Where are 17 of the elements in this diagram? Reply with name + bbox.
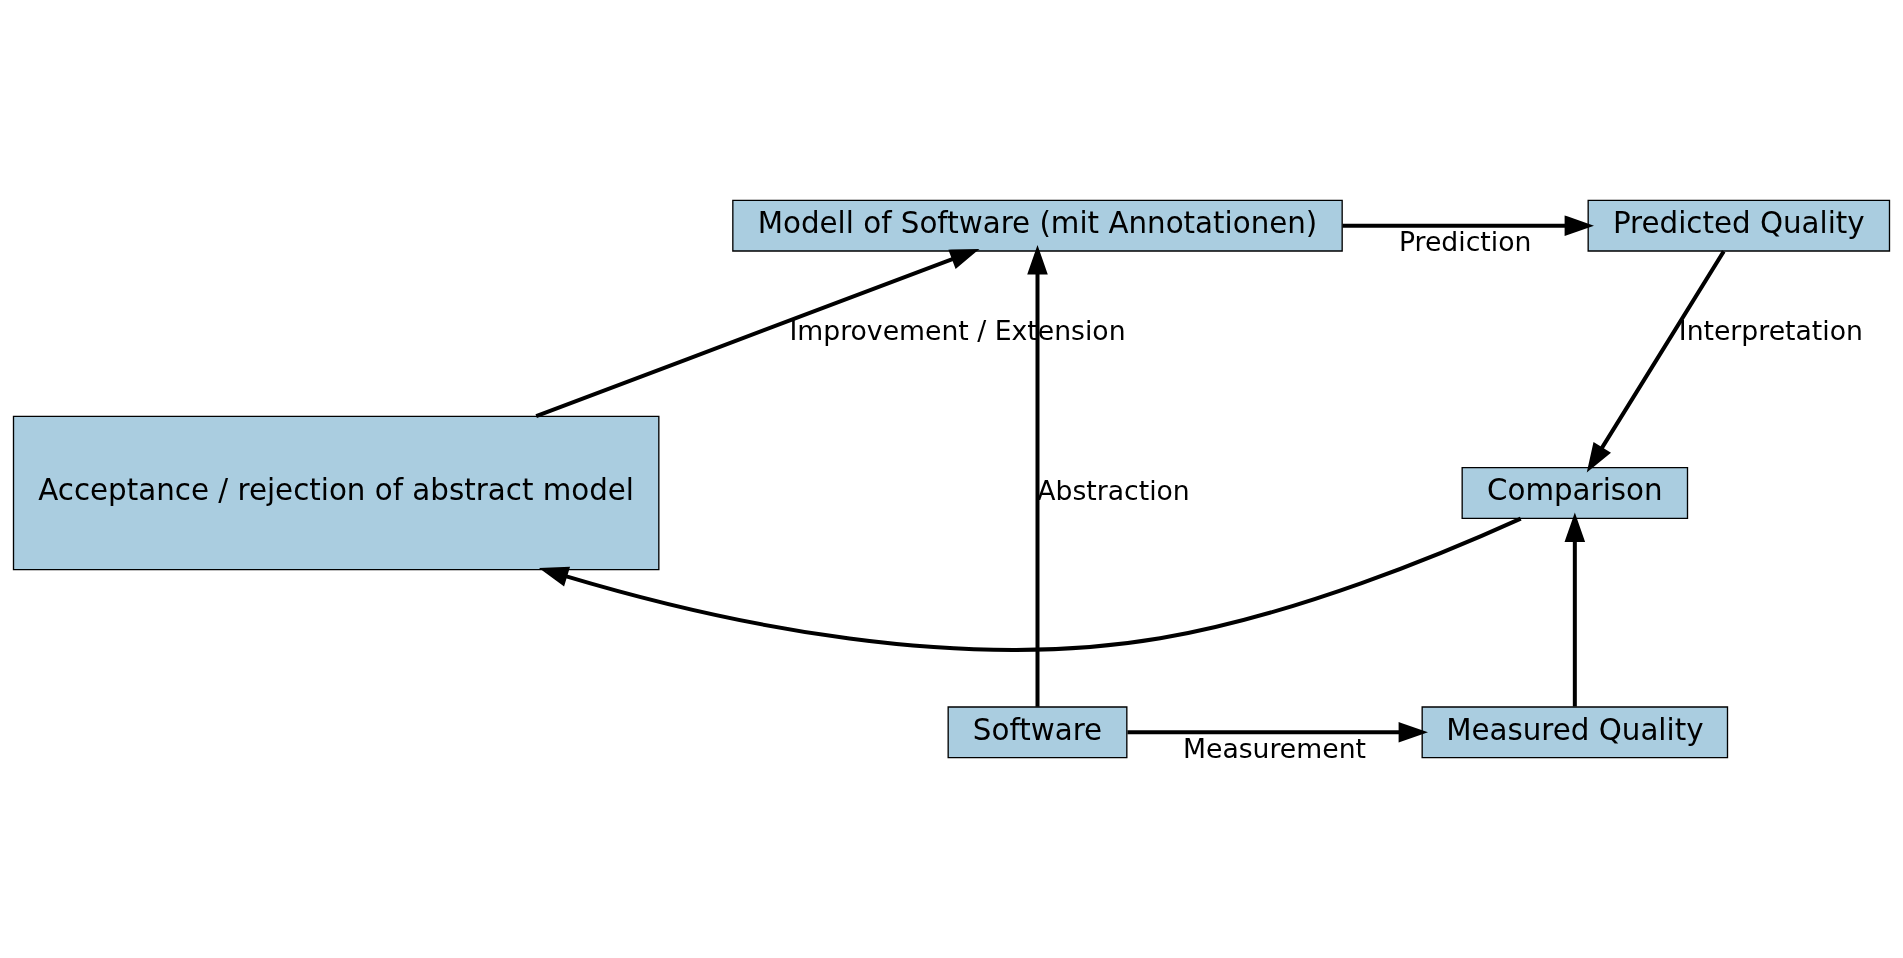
arrow: [535, 248, 980, 419]
edge-label: Prediction: [1398, 226, 1532, 257]
edge-label: Measurement: [1182, 732, 1367, 764]
edge-label: Interpretation: [1678, 315, 1863, 347]
arrow: [1027, 245, 1048, 707]
arrow: [1127, 722, 1428, 743]
edge-label: Abstraction: [1037, 474, 1190, 506]
node-box: Comparison: [1461, 467, 1689, 519]
arrow: [1586, 250, 1726, 473]
node-box: Software: [947, 706, 1128, 759]
arrow: [1342, 215, 1594, 236]
arrow: [538, 516, 1522, 652]
arrow: [1564, 512, 1586, 707]
node-box: Measured Quality: [1421, 706, 1729, 759]
node-box: Modell of Software (mit Annotationen): [732, 199, 1343, 252]
node-box: Acceptance / rejection of abstract model: [12, 415, 660, 571]
node-box: Predicted Quality: [1587, 199, 1891, 252]
